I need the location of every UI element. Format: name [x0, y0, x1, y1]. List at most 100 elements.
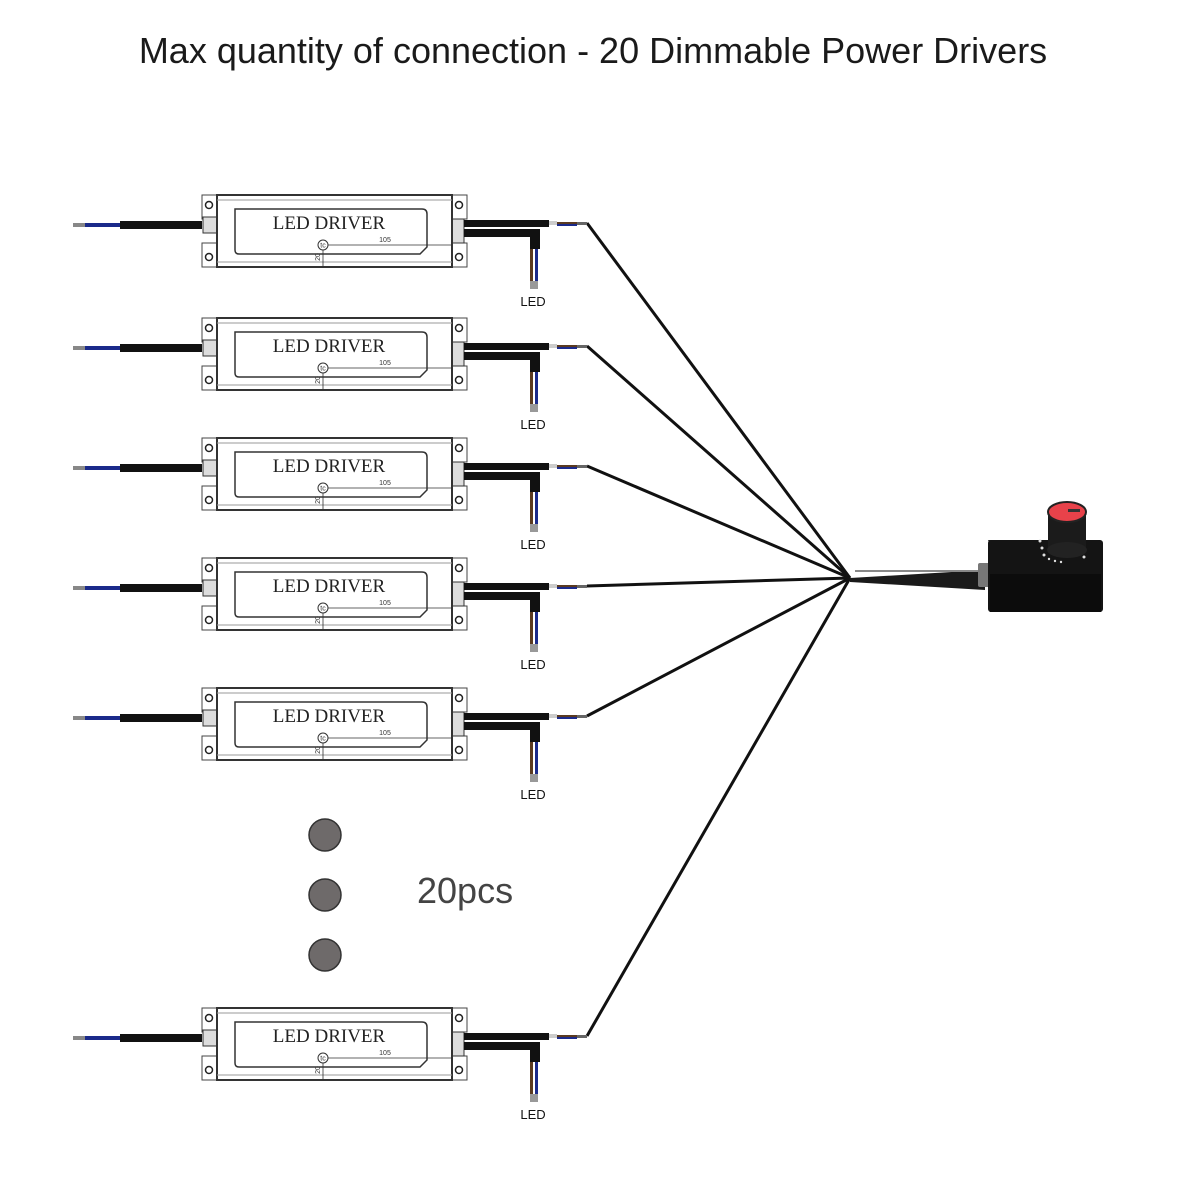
dimmer-body-face	[990, 574, 1101, 612]
dim-wire-brown	[557, 222, 577, 224]
dimension-label: 105	[379, 480, 391, 487]
output-connector	[451, 218, 465, 244]
tc-label: tc	[320, 243, 326, 250]
driver-body	[216, 437, 453, 511]
input-connector	[202, 1029, 218, 1047]
tc-label: tc	[320, 486, 326, 493]
driver-label: LED DRIVER	[273, 1026, 386, 1047]
label-panel	[234, 331, 428, 378]
dim-cable-strip	[549, 464, 557, 468]
dim-wire-tip	[577, 345, 587, 348]
dim-wire-blue	[557, 224, 577, 226]
input-wire-end	[75, 586, 120, 590]
tc-label: tc	[320, 736, 326, 743]
screw-hole-icon	[454, 252, 464, 262]
input-wire-strip	[73, 716, 85, 720]
screw-hole-icon	[204, 1013, 214, 1023]
dimension-label: 105	[379, 237, 391, 244]
dimension-label: 105	[379, 730, 391, 737]
temp-label: 20	[315, 746, 322, 754]
dim-wire-blue	[557, 717, 577, 719]
dim-cable-strip	[549, 344, 557, 348]
ellipsis-dot	[308, 938, 342, 972]
output-connector	[451, 341, 465, 367]
dimmer-wires	[585, 222, 852, 1037]
screw-hole-icon	[454, 443, 464, 453]
dim-cable	[464, 463, 549, 470]
screw-hole-icon	[204, 615, 214, 625]
dim-wire-tip	[577, 585, 587, 588]
led-cable	[464, 352, 540, 372]
dim-wire-blue	[557, 1037, 577, 1039]
led-wire-brown	[530, 249, 533, 289]
dim-wire-tip	[577, 715, 587, 718]
led-wire-blue	[535, 1062, 538, 1102]
input-wire-end	[75, 1036, 120, 1040]
screw-hole-icon	[454, 200, 464, 210]
led-output-label: LED	[520, 417, 545, 432]
input-connector	[202, 216, 218, 234]
dim-wire-brown	[557, 465, 577, 467]
led-cable	[464, 1042, 540, 1062]
led-wire-blue	[535, 742, 538, 782]
dimmer-cable-highlight	[855, 570, 983, 572]
led-wire-tip	[530, 281, 538, 289]
output-connector	[451, 711, 465, 737]
screw-hole-icon	[204, 745, 214, 755]
label-panel	[234, 1021, 428, 1068]
input-wire-strip	[73, 466, 85, 470]
screw-hole-icon	[454, 615, 464, 625]
led-wire-brown	[530, 372, 533, 412]
led-output-label: LED	[520, 657, 545, 672]
input-wire-strip	[73, 223, 85, 227]
led-wire-brown	[530, 612, 533, 652]
led-cable	[464, 229, 540, 249]
screw-hole-icon	[204, 252, 214, 262]
dimmer-wire	[586, 344, 851, 580]
input-wire-end	[75, 716, 120, 720]
ellipsis-dots	[308, 818, 342, 972]
temp-label: 20	[315, 496, 322, 504]
dimmer-scale	[1038, 539, 1086, 564]
dimension-label: 105	[379, 600, 391, 607]
screw-hole-icon	[454, 495, 464, 505]
dimension-label: 105	[379, 1050, 391, 1057]
led-cable	[464, 722, 540, 742]
dim-cable	[464, 713, 549, 720]
temp-label: 20	[315, 376, 322, 384]
dimmer-wire	[586, 576, 851, 718]
led-wire-blue	[535, 372, 538, 412]
output-connector	[451, 1031, 465, 1057]
screw-hole-icon	[454, 323, 464, 333]
diagram-title: Max quantity of connection - 20 Dimmable…	[138, 30, 1048, 71]
dim-wire-tip	[577, 465, 587, 468]
led-wire-brown	[530, 492, 533, 532]
dimmer-wire	[586, 576, 851, 588]
screw-hole-icon	[204, 200, 214, 210]
input-wire-strip	[73, 1036, 85, 1040]
tc-label: tc	[320, 1056, 326, 1063]
label-panel	[234, 571, 428, 618]
dim-wire-tip	[577, 222, 587, 225]
led-wire-tip	[530, 404, 538, 412]
led-wire-tip	[530, 774, 538, 782]
input-cable	[120, 344, 202, 352]
led-output-label: LED	[520, 294, 545, 309]
ellipsis-dot	[308, 818, 342, 852]
dim-cable	[464, 220, 549, 227]
driver-label: LED DRIVER	[273, 456, 386, 477]
led-wire-tip	[530, 524, 538, 532]
input-wire-end	[75, 346, 120, 350]
dimmer-knob-base	[1047, 542, 1087, 558]
output-connector	[451, 581, 465, 607]
input-connector	[202, 339, 218, 357]
dimmer-cable	[850, 570, 985, 590]
input-wire-strip	[73, 346, 85, 350]
input-cable	[120, 464, 202, 472]
